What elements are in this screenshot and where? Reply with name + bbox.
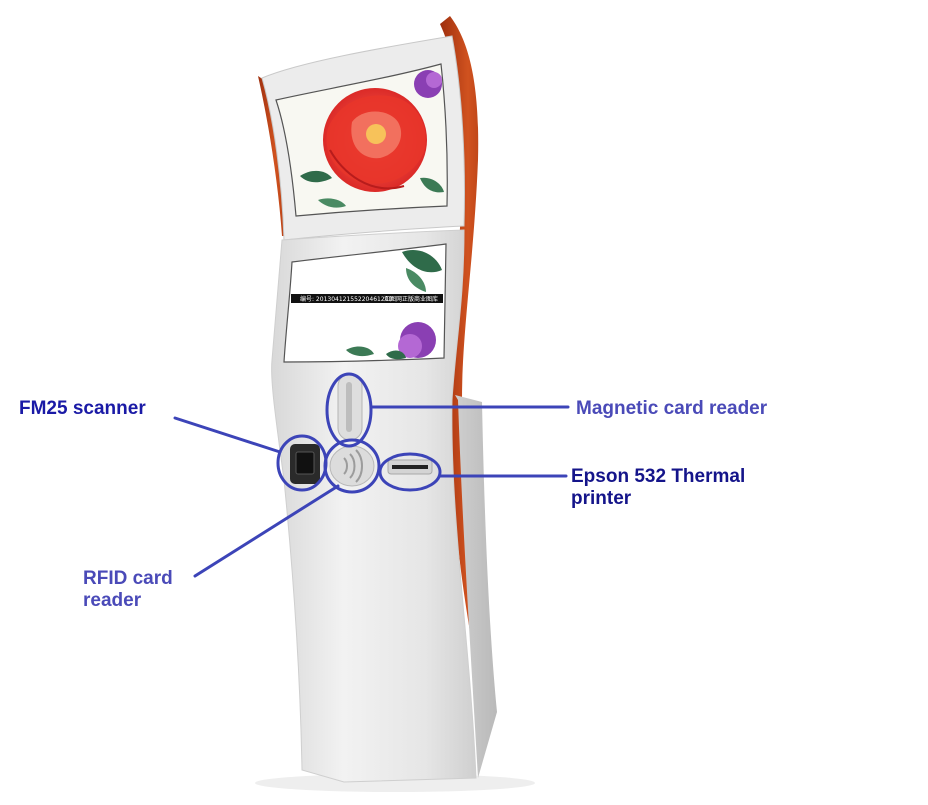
upper-display: [275, 63, 448, 217]
epson-printer-label-line-2: printer: [571, 488, 632, 509]
magnetic-card-reader-label: Magnetic card reader: [576, 398, 767, 420]
rfid-card-reader-label-line-1: RFID card: [83, 568, 173, 589]
magnetic-reader-marker: [325, 372, 373, 448]
lower-display: 编号: 20130412155220461200 汇图网正版商业图库: [283, 243, 447, 363]
rfid-line: [193, 484, 340, 578]
fm25-scanner-label: FM25 scanner: [19, 398, 146, 420]
body-side-panel: [455, 395, 497, 778]
ticker-left-text: 编号: 20130412155220461200: [300, 295, 392, 303]
callout-lines: [173, 405, 570, 578]
scanner-line: [173, 416, 282, 454]
printer-marker: [378, 452, 442, 492]
magnetic-card-reader-label-line: Magnetic card reader: [576, 398, 768, 419]
rfid-card-reader-label: RFID card reader: [83, 568, 173, 612]
fm25-scanner-label-line: FM25 scanner: [19, 398, 146, 419]
epson-printer-label-line-1: Epson 532 Thermal: [571, 466, 746, 487]
magnetic-card-reader: [337, 373, 363, 441]
epson-printer-label: Epson 532 Thermal printer: [571, 466, 745, 510]
rfid-marker: [323, 438, 381, 494]
callout-markers: [276, 372, 442, 494]
printer-slot: [387, 459, 433, 475]
ticker-right-text: 汇图网正版商业图库: [384, 295, 438, 303]
rfid-reader: [329, 445, 375, 487]
rfid-card-reader-label-line-2: reader: [83, 590, 142, 611]
fm25-scanner: [290, 444, 320, 484]
